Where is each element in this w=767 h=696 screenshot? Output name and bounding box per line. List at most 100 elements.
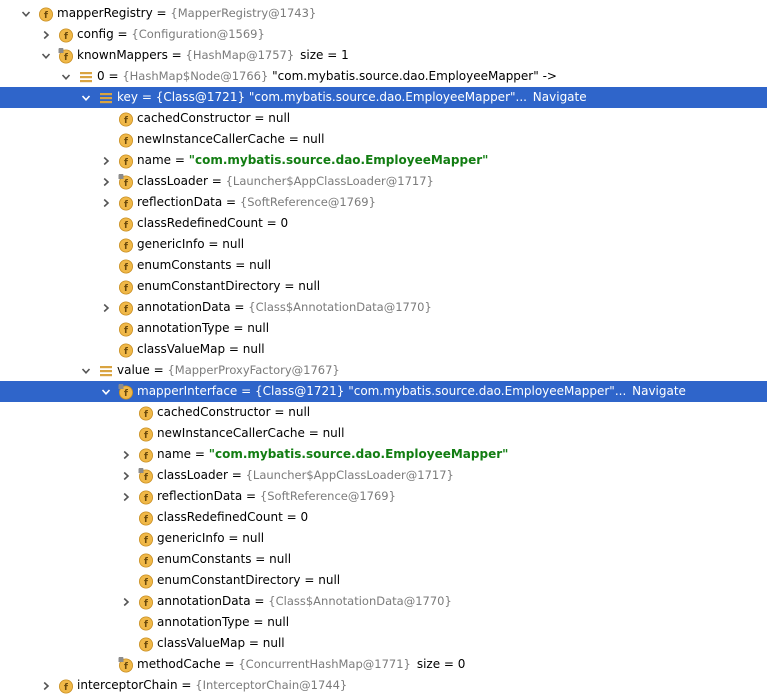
tree-row[interactable]: f reflectionData = {SoftReference@1769} [0,486,767,507]
tree-row[interactable]: value = {MapperProxyFactory@1767} [0,360,767,381]
equals-sign: = [262,216,281,230]
variable-value: null [267,615,290,629]
variable-name: genericInfo [157,531,225,545]
svg-text:f: f [144,410,148,420]
navigate-link[interactable]: Navigate [632,384,686,398]
equals-sign: = [191,447,209,461]
field-lock-icon: f [138,468,154,484]
svg-text:f: f [144,452,148,462]
expand-arrow-down-icon[interactable] [80,360,92,381]
tree-row[interactable]: f enumConstantDirectory = null [0,570,767,591]
field-icon: f [138,594,154,610]
variable-type: {SoftReference@1769} [259,489,396,503]
expand-arrow-right-icon[interactable] [100,192,112,213]
row-content: classRedefinedCount = 0 [137,213,288,234]
variable-value: null [247,321,270,335]
variable-name: enumConstants [157,552,252,566]
expand-arrow-right-icon[interactable] [120,465,132,486]
field-icon: f [138,447,154,463]
expand-arrow-right-icon[interactable] [120,486,132,507]
svg-text:f: f [124,137,128,147]
variable-name: classRedefinedCount [157,510,283,524]
equals-sign: = [138,90,156,104]
tree-row[interactable]: f newInstanceCallerCache = null [0,129,767,150]
variable-name: interceptorChain [77,678,178,692]
expand-arrow-down-icon[interactable] [60,66,72,87]
expand-arrow-down-icon[interactable] [20,3,32,24]
variable-type: {Class$AnnotationData@1770} [268,594,452,608]
expand-arrow-down-icon[interactable] [40,45,52,66]
variable-name: reflectionData [137,195,223,209]
expand-arrow-right-icon[interactable] [100,171,112,192]
field-lock-icon: f [58,48,74,64]
svg-text:f: f [144,494,148,504]
variable-value: 0 [280,216,289,230]
variable-name: enumConstantDirectory [137,279,281,293]
svg-text:f: f [144,578,148,588]
expand-arrow-right-icon[interactable] [120,444,132,465]
field-icon: f [38,6,54,22]
expand-arrow-down-icon[interactable] [80,87,92,108]
field-icon: f [138,531,154,547]
equals-sign: = [230,300,249,314]
equals-sign: = [242,489,260,503]
row-content: enumConstantDirectory = null [157,570,340,591]
svg-text:f: f [44,11,48,21]
row-content: reflectionData = {SoftReference@1769} [157,486,396,507]
row-content: newInstanceCallerCache = null [137,129,324,150]
expand-arrow-right-icon[interactable] [100,150,112,171]
variable-value: null [249,258,272,272]
svg-text:f: f [124,158,128,168]
equals-sign: = [229,321,248,335]
field-lock-icon: f [118,384,134,400]
expand-arrow-right-icon[interactable] [40,24,52,45]
expand-arrow-right-icon[interactable] [40,675,52,696]
svg-text:f: f [124,389,128,399]
navigate-link[interactable]: Navigate [532,90,587,104]
expand-arrow-right-icon[interactable] [120,591,132,612]
field-icon: f [138,405,154,421]
svg-text:f: f [124,347,128,357]
tree-row[interactable]: 0 = {HashMap$Node@1766} "com.mybatis.sou… [0,66,767,87]
field-icon: f [118,132,134,148]
expand-arrow-down-icon[interactable] [100,381,112,402]
row-content: classRedefinedCount = 0 [157,507,308,528]
field-icon: f [138,426,154,442]
variable-value: null [262,636,285,650]
variable-value: null [269,552,292,566]
variable-name: cachedConstructor [157,405,271,419]
equals-sign: = [171,153,189,167]
expand-arrow-right-icon[interactable] [100,297,112,318]
tree-row-selected[interactable]: key = {Class@1721} "com.mybatis.source.d… [0,87,767,108]
variable-name: knownMappers [77,48,168,62]
field-icon: f [118,279,134,295]
field-icon: f [118,321,134,337]
